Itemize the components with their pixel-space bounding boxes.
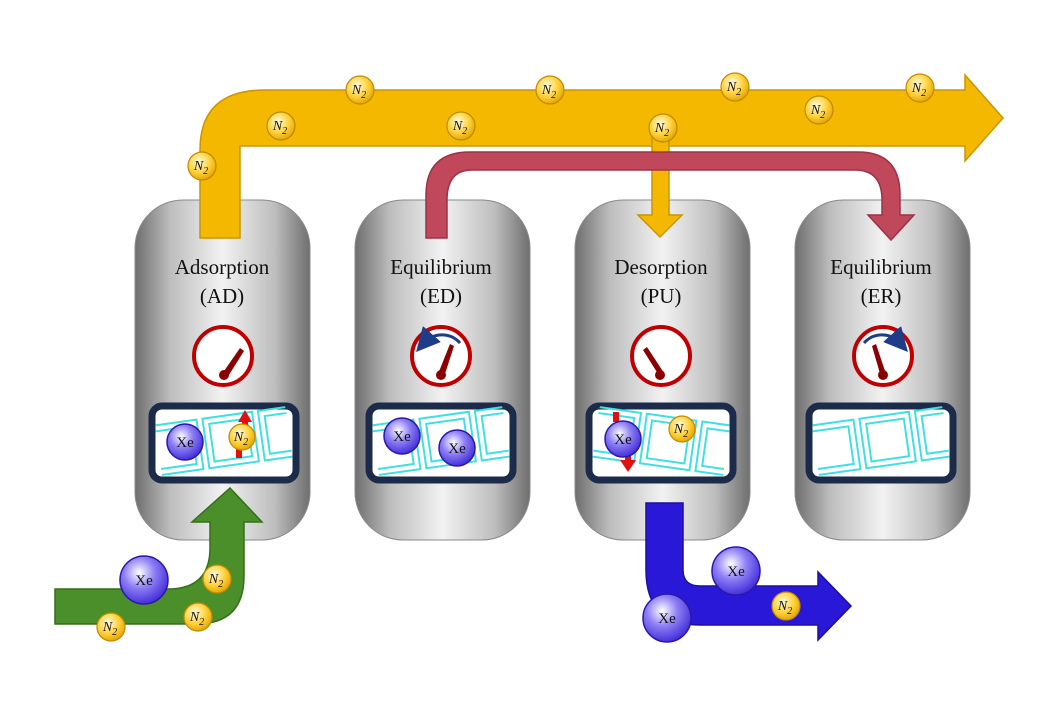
nitrogen-molecule: N2: [96, 612, 126, 642]
xenon-molecule: Xe: [604, 420, 642, 458]
svg-text:N2: N2: [777, 599, 792, 617]
nitrogen-symbol: N: [911, 81, 922, 96]
svg-text:N2: N2: [351, 83, 366, 101]
svg-text:N2: N2: [654, 121, 669, 139]
nitrogen-subscript: 2: [243, 437, 248, 448]
vessel-4-code-label: (ER): [861, 284, 902, 308]
svg-text:N2: N2: [911, 81, 926, 99]
nitrogen-molecule: N2: [648, 113, 678, 143]
nitrogen-subscript: 2: [551, 90, 556, 101]
xenon-label: Xe: [176, 435, 194, 451]
nitrogen-subscript: 2: [683, 429, 688, 440]
nitrogen-symbol: N: [810, 103, 821, 118]
adsorbent-bed: [805, 402, 957, 484]
svg-text:N2: N2: [193, 159, 208, 177]
xenon-molecule: Xe: [166, 423, 204, 461]
nitrogen-subscript: 2: [921, 88, 926, 99]
xenon-label: Xe: [448, 441, 466, 457]
nitrogen-symbol: N: [233, 430, 244, 445]
svg-text:N2: N2: [726, 80, 741, 98]
svg-text:N2: N2: [673, 422, 688, 440]
xenon-molecule: Xe: [438, 429, 476, 467]
vessel-3-step-label: Desorption: [614, 255, 708, 279]
xenon-molecule: Xe: [119, 555, 169, 605]
nitrogen-molecule: N2: [804, 95, 834, 125]
nitrogen-subscript: 2: [203, 166, 208, 177]
nitrogen-molecule: N2: [183, 602, 213, 632]
vessel-3-code-label: (PU): [641, 284, 682, 308]
nitrogen-subscript: 2: [462, 126, 467, 137]
nitrogen-subscript: 2: [282, 126, 287, 137]
nitrogen-molecule: N2: [446, 111, 476, 141]
xenon-molecule: Xe: [642, 593, 692, 643]
xenon-label: Xe: [727, 564, 745, 580]
nitrogen-symbol: N: [189, 610, 200, 625]
nitrogen-subscript: 2: [820, 110, 825, 121]
nitrogen-molecule: N2: [905, 73, 935, 103]
xenon-label: Xe: [658, 611, 676, 627]
nitrogen-molecule: N2: [187, 151, 217, 181]
vessel-4-step-label: Equilibrium: [830, 255, 932, 279]
nitrogen-molecule: N2: [228, 423, 256, 451]
svg-text:N2: N2: [189, 610, 204, 628]
nitrogen-molecule: N2: [266, 111, 296, 141]
nitrogen-symbol: N: [777, 599, 788, 614]
raffinate-stream-arrow: [199, 73, 1005, 239]
nitrogen-subscript: 2: [664, 128, 669, 139]
nitrogen-subscript: 2: [361, 90, 366, 101]
svg-text:N2: N2: [272, 119, 287, 137]
nitrogen-symbol: N: [208, 572, 219, 587]
xenon-label: Xe: [614, 432, 632, 448]
xenon-label: Xe: [393, 429, 411, 445]
nitrogen-symbol: N: [351, 83, 362, 98]
nitrogen-subscript: 2: [218, 579, 223, 590]
equalization-stream-arrow: [425, 151, 916, 242]
vessel-1-code-label: (AD): [200, 284, 244, 308]
svg-text:N2: N2: [233, 430, 248, 448]
nitrogen-symbol: N: [654, 121, 665, 136]
pressure-gauge-icon: [410, 325, 472, 387]
xenon-label: Xe: [135, 573, 153, 589]
nitrogen-subscript: 2: [199, 617, 204, 628]
nitrogen-symbol: N: [452, 119, 463, 134]
nitrogen-molecule: N2: [720, 72, 750, 102]
xenon-molecule: Xe: [711, 546, 761, 596]
nitrogen-subscript: 2: [787, 606, 792, 617]
pressure-gauge-icon: [852, 325, 914, 387]
vessel-2-step-label: Equilibrium: [390, 255, 492, 279]
nitrogen-molecule: N2: [345, 75, 375, 105]
svg-text:N2: N2: [208, 572, 223, 590]
nitrogen-molecule: N2: [771, 591, 801, 621]
nitrogen-symbol: N: [726, 80, 737, 95]
nitrogen-symbol: N: [541, 83, 552, 98]
nitrogen-symbol: N: [272, 119, 283, 134]
nitrogen-symbol: N: [193, 159, 204, 174]
nitrogen-subscript: 2: [736, 87, 741, 98]
nitrogen-molecule: N2: [535, 75, 565, 105]
vessel-2-code-label: (ED): [420, 284, 462, 308]
svg-text:N2: N2: [541, 83, 556, 101]
svg-text:N2: N2: [452, 119, 467, 137]
svg-text:N2: N2: [810, 103, 825, 121]
xenon-molecule: Xe: [383, 417, 421, 455]
nitrogen-symbol: N: [673, 422, 684, 437]
nitrogen-molecule: N2: [202, 564, 232, 594]
nitrogen-subscript: 2: [112, 627, 117, 638]
nitrogen-molecule: N2: [668, 415, 696, 443]
pressure-gauge-icon: [192, 325, 254, 387]
svg-text:N2: N2: [102, 620, 117, 638]
nitrogen-symbol: N: [102, 620, 113, 635]
vessel-1-step-label: Adsorption: [175, 255, 270, 279]
pressure-gauge-icon: [630, 325, 692, 387]
